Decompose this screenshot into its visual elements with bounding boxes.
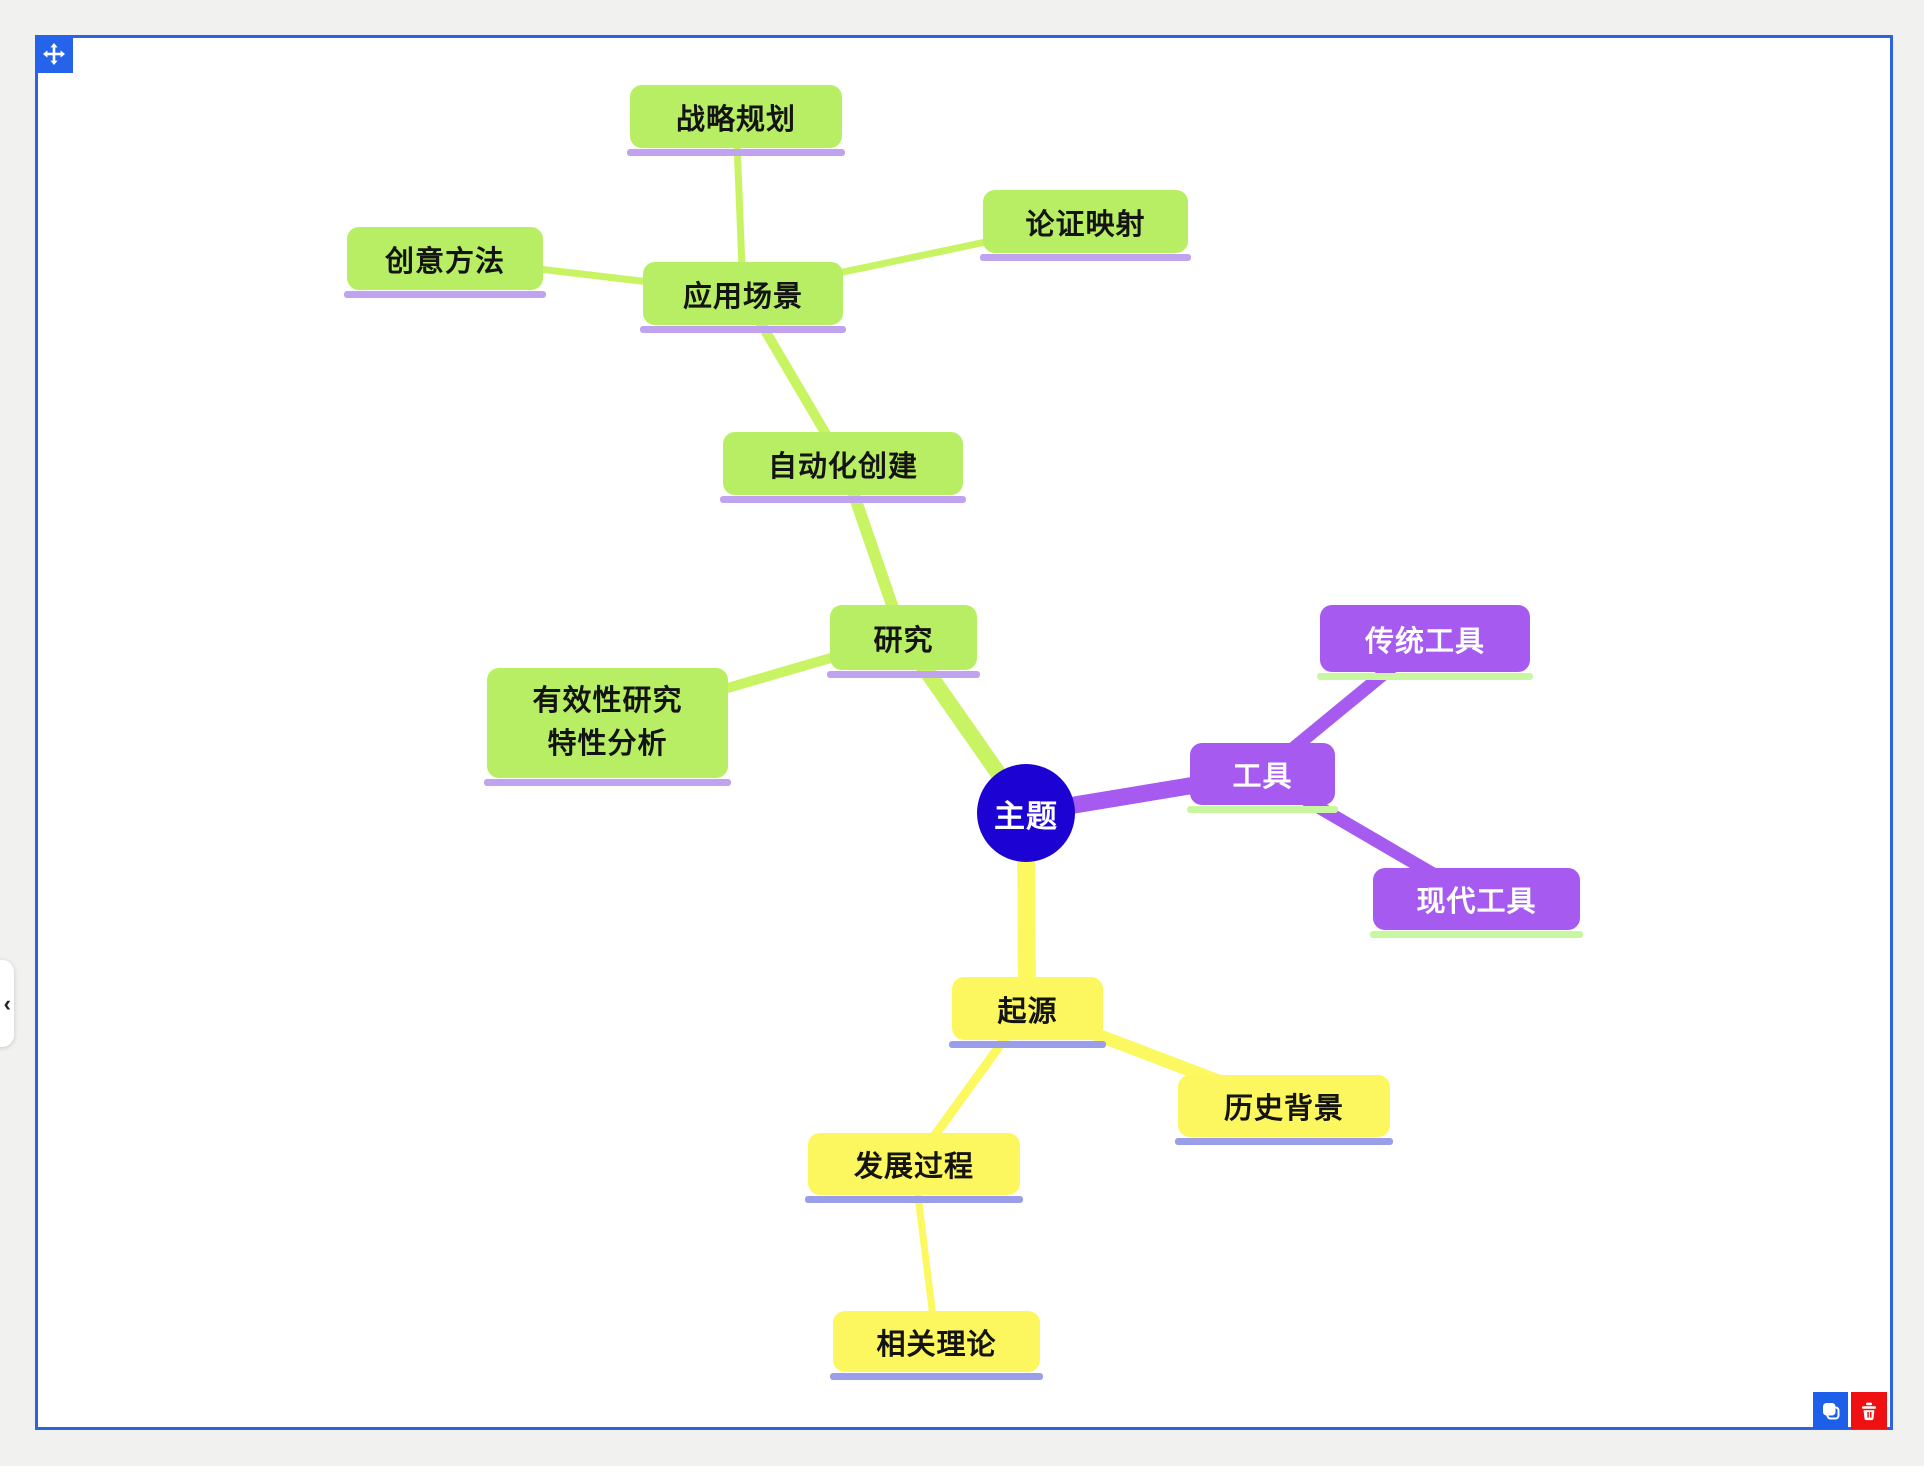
node-origin[interactable]: 起源 <box>949 977 1106 1048</box>
move-icon <box>43 43 65 65</box>
node-automation[interactable]: 自动化创建 <box>720 432 966 503</box>
node-center-theme[interactable]: 主题 <box>977 764 1075 862</box>
copy-icon <box>1822 1402 1839 1419</box>
node-theory[interactable]: 相关理论 <box>830 1311 1043 1380</box>
node-argument[interactable]: 论证映射 <box>980 190 1191 261</box>
node-scenarios[interactable]: 应用场景 <box>640 262 846 333</box>
move-handle[interactable] <box>35 35 73 73</box>
page-bottom-strip <box>0 1466 1924 1474</box>
node-modern[interactable]: 现代工具 <box>1370 868 1583 938</box>
node-traditional[interactable]: 传统工具 <box>1317 605 1533 680</box>
node-tools[interactable]: 工具 <box>1187 743 1338 813</box>
chevron-left-icon: ‹ <box>3 990 11 1016</box>
node-effectiveness-line2: 特性分析 <box>547 728 668 760</box>
trash-icon <box>1862 1402 1876 1420</box>
copy-button[interactable] <box>1813 1392 1848 1429</box>
node-history[interactable]: 历史背景 <box>1175 1075 1393 1145</box>
node-effectiveness-line1: 有效性研究 <box>532 684 683 717</box>
sidebar-collapse-toggle[interactable]: ‹ <box>0 960 14 1047</box>
node-creative[interactable]: 创意方法 <box>344 227 546 298</box>
node-development[interactable]: 发展过程 <box>805 1133 1023 1203</box>
node-research[interactable]: 研究 <box>827 605 980 678</box>
trash-button[interactable] <box>1851 1392 1887 1429</box>
mindmap-canvas[interactable] <box>35 35 1893 1430</box>
node-strategy[interactable]: 战略规划 <box>627 85 845 156</box>
node-effectiveness[interactable]: 有效性研究 特性分析 <box>484 668 731 786</box>
